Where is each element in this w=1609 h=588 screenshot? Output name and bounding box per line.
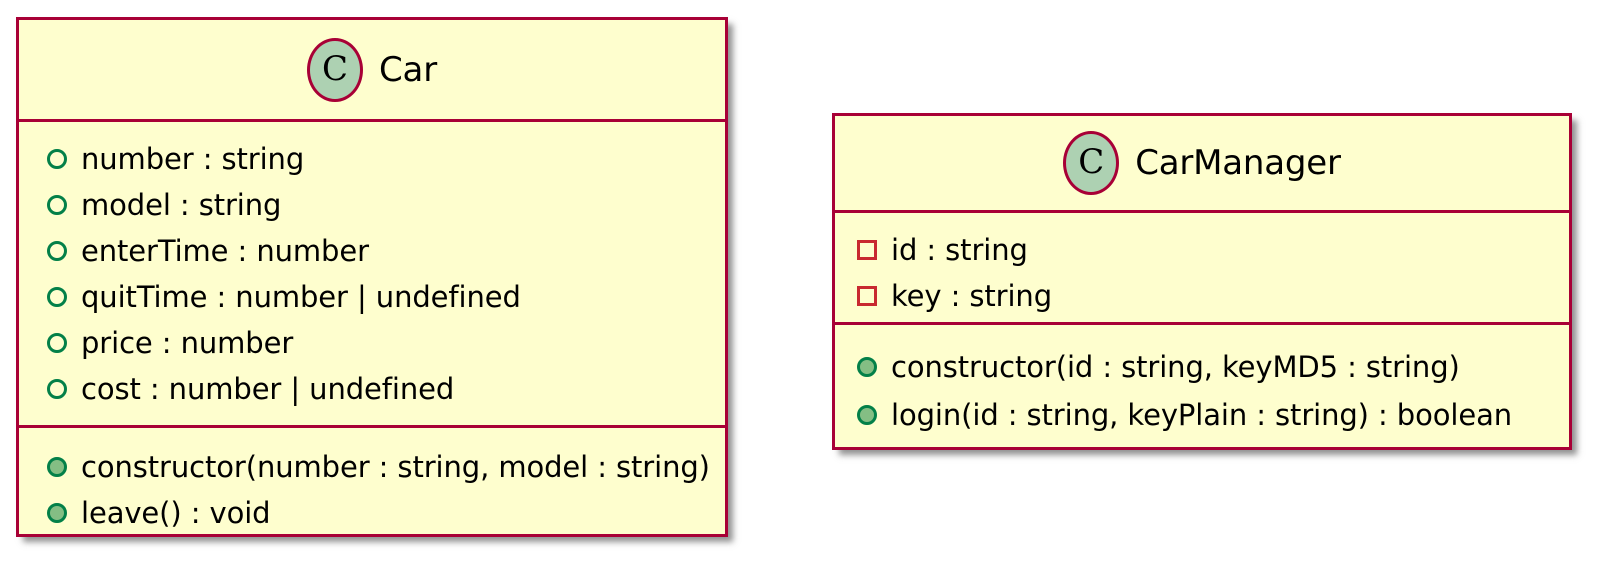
- public-visibility-icon: [47, 333, 67, 353]
- public-visibility-icon: [47, 287, 67, 307]
- method-row[interactable]: leave() : void: [19, 490, 725, 536]
- method-row[interactable]: constructor(number : string, model : str…: [19, 444, 725, 490]
- public-method-icon: [47, 503, 67, 523]
- method-row[interactable]: login(id : string, keyPlain : string) : …: [835, 391, 1569, 439]
- stereotype-ellipse: [307, 37, 364, 102]
- public-visibility-icon: [47, 241, 67, 261]
- attribute-row[interactable]: quitTime : number | undefined: [19, 274, 725, 320]
- attribute-row[interactable]: price : number: [19, 320, 725, 366]
- attribute-label: enterTime : number: [81, 233, 369, 268]
- attribute-label: cost : number | undefined: [81, 371, 455, 406]
- class-stereotype-icon: C: [307, 37, 364, 102]
- private-visibility-icon: [857, 286, 877, 306]
- class-name-label: CarManager: [1135, 143, 1341, 183]
- attribute-row[interactable]: model : string: [19, 182, 725, 228]
- public-visibility-icon: [47, 195, 67, 215]
- method-label: constructor(number : string, model : str…: [81, 449, 710, 484]
- method-row[interactable]: constructor(id : string, keyMD5 : string…: [835, 343, 1569, 391]
- public-method-icon: [47, 457, 67, 477]
- public-visibility-icon: [47, 379, 67, 399]
- attributes-compartment-carmanager: id : string key : string: [835, 213, 1569, 325]
- attribute-row[interactable]: enterTime : number: [19, 228, 725, 274]
- private-visibility-icon: [857, 240, 877, 260]
- attribute-row[interactable]: id : string: [835, 227, 1569, 273]
- attribute-label: id : string: [891, 232, 1028, 267]
- attribute-label: price : number: [81, 325, 294, 360]
- public-method-icon: [857, 357, 877, 377]
- attribute-label: model : string: [81, 187, 282, 222]
- class-name-label: Car: [379, 49, 437, 90]
- method-label: constructor(id : string, keyMD5 : string…: [891, 349, 1460, 384]
- stereotype-ellipse: [1063, 131, 1120, 195]
- class-stereotype-icon: C: [1063, 131, 1120, 195]
- attribute-label: quitTime : number | undefined: [81, 279, 521, 314]
- attribute-row[interactable]: number : string: [19, 136, 725, 182]
- methods-compartment-carmanager: constructor(id : string, keyMD5 : string…: [835, 325, 1569, 447]
- public-visibility-icon: [47, 149, 67, 169]
- methods-compartment-car: constructor(number : string, model : str…: [19, 428, 725, 537]
- class-header-carmanager: C CarManager: [835, 116, 1569, 213]
- attributes-compartment-car: number : string model : string enterTime…: [19, 122, 725, 428]
- stereotype-letter: C: [322, 48, 349, 89]
- uml-class-carmanager[interactable]: C CarManager id : string key : string co…: [832, 113, 1572, 450]
- public-method-icon: [857, 405, 877, 425]
- attribute-row[interactable]: key : string: [835, 273, 1569, 319]
- stereotype-letter: C: [1078, 142, 1105, 182]
- method-label: leave() : void: [81, 495, 271, 530]
- attribute-label: key : string: [891, 278, 1053, 313]
- class-header-car: C Car: [19, 20, 725, 122]
- attribute-label: number : string: [81, 141, 305, 176]
- method-label: login(id : string, keyPlain : string) : …: [891, 397, 1513, 432]
- attribute-row[interactable]: cost : number | undefined: [19, 366, 725, 412]
- uml-class-car[interactable]: C Car number : string model : string ent…: [16, 17, 728, 537]
